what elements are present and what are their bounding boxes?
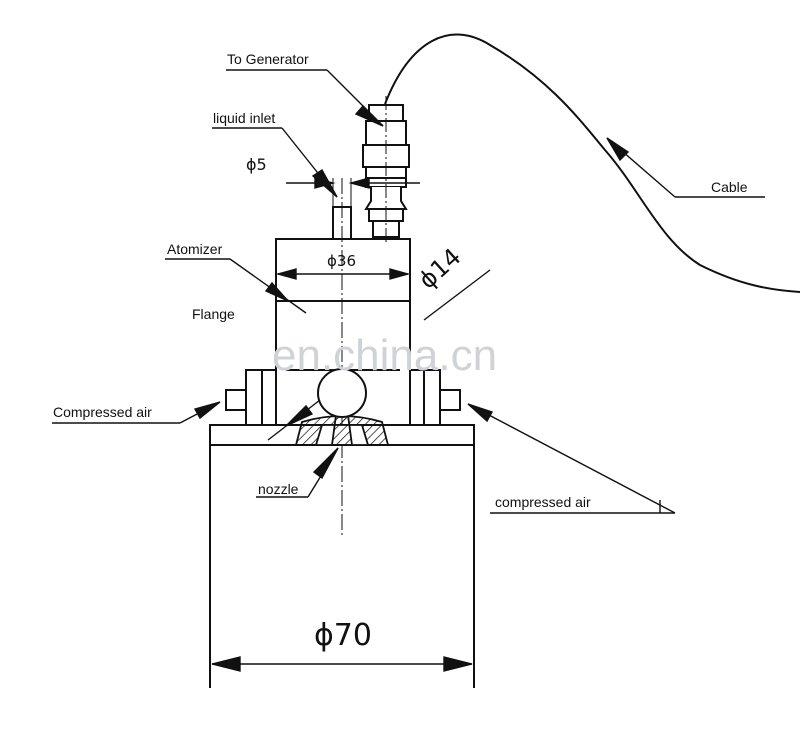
dim-phi36: [275, 268, 411, 280]
label-cable: Cable: [711, 179, 748, 195]
cable-line: [384, 33, 800, 293]
dim-label-phi5: ϕ5: [246, 155, 267, 174]
dim-phi14-leader: [423, 269, 491, 321]
dim-label-phi70: ϕ70: [314, 618, 372, 653]
nozzle-part: [294, 414, 390, 446]
label-compressed-air-left: Compressed air: [53, 404, 152, 420]
leader-lines: [52, 69, 765, 514]
label-nozzle: nozzle: [258, 481, 299, 497]
air-port-right: [439, 389, 461, 411]
label-to-generator: To Generator: [227, 51, 309, 67]
label-compressed-air-right: compressed air: [495, 494, 591, 510]
air-port-left: [225, 389, 247, 411]
main-cylinder: [209, 445, 475, 688]
atomizer-body: [275, 238, 411, 425]
atomizer-ball: [317, 368, 367, 418]
watermark: en.china.cn: [272, 331, 497, 380]
dim-phi70: [211, 656, 473, 672]
label-flange: Flange: [192, 306, 235, 322]
dim-label-phi36: ϕ36: [327, 252, 356, 270]
label-atomizer: Atomizer: [167, 241, 223, 257]
dim-label-phi14: ϕ14: [413, 243, 466, 295]
label-liquid-inlet: liquid inlet: [213, 110, 275, 126]
